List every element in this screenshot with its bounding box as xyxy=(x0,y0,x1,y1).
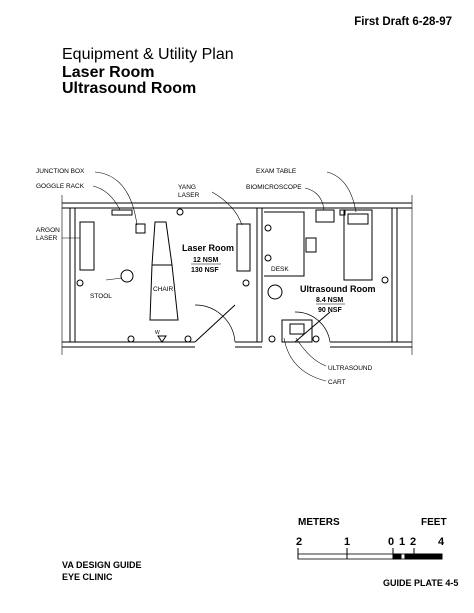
scale-f4: 4 xyxy=(438,536,445,548)
cart-label: CART xyxy=(328,379,346,386)
water-symbol xyxy=(157,335,167,343)
ultrasound-leader xyxy=(295,337,327,367)
ultrasound-cart xyxy=(281,319,313,343)
footer-plate: GUIDE PLATE 4-5 xyxy=(383,578,459,588)
stool xyxy=(120,269,134,283)
chair-label: CHAIR xyxy=(153,286,174,293)
laser-room-nsf: 130 NSF xyxy=(191,267,219,274)
w-marker-label: W xyxy=(155,330,160,336)
scale-f1: 1 xyxy=(399,536,405,548)
junction-box-leader xyxy=(94,171,138,226)
goggle-rack-label: GOGGLE RACK xyxy=(36,183,85,190)
ultrasound-stool xyxy=(267,284,283,300)
exam-chair xyxy=(149,221,179,321)
page-title: Equipment & Utility Plan xyxy=(62,46,234,63)
desk-chair xyxy=(305,237,317,253)
goggle-rack-leader xyxy=(92,185,121,211)
junction-box xyxy=(135,223,146,234)
yang-leader xyxy=(211,191,243,226)
scale-f2: 2 xyxy=(410,536,416,548)
outlet-bottom-1 xyxy=(127,335,135,343)
laser-door xyxy=(194,304,236,343)
ultrasound-room-heading: Ultrasound Room xyxy=(62,80,197,97)
scale-feet-label: FEET xyxy=(421,517,447,528)
cart-leader xyxy=(283,337,327,382)
ultrasound-room-nsm: 8.4 NSM xyxy=(316,297,343,304)
biomicroscope-leader xyxy=(304,187,325,211)
argon-laser-unit xyxy=(79,221,95,271)
stool-label: STOOL xyxy=(90,293,112,300)
outlet-left xyxy=(76,279,84,287)
yang-label-1: YANG xyxy=(178,184,196,191)
yang-laser-unit xyxy=(236,223,251,272)
laser-room-heading: Laser Room xyxy=(62,64,155,81)
ultrasound-label: ULTRASOUND xyxy=(328,365,373,372)
ultrasound-room-nsf: 90 NSF xyxy=(318,307,342,314)
argon-label-1: ARGON xyxy=(36,227,60,234)
goggle-rack xyxy=(111,209,133,216)
exam-table-label: EXAM TABLE xyxy=(256,168,297,175)
laser-door-swing xyxy=(194,304,236,343)
argon-label-2: LASER xyxy=(36,235,58,242)
footer-guide: VA DESIGN GUIDE xyxy=(62,560,142,570)
desk-label: DESK xyxy=(271,266,289,273)
ultrasound-unit xyxy=(289,323,305,335)
desk xyxy=(264,211,305,277)
ultrasound-door-swing xyxy=(294,311,331,343)
footer-clinic: EYE CLINIC xyxy=(62,572,113,582)
biomicroscope-label: BIOMICROSCOPE xyxy=(246,184,302,191)
outlet-top xyxy=(176,208,184,216)
outlet-right xyxy=(242,279,250,287)
laser-room-nsm: 12 NSM xyxy=(193,257,218,264)
scale-m2: 2 xyxy=(296,536,302,548)
draft-date: First Draft 6-28-97 xyxy=(354,16,452,28)
junction-box-label: JUNCTION BOX xyxy=(36,168,85,175)
scale-zero: 0 xyxy=(388,536,394,548)
biomicroscope xyxy=(315,209,335,223)
yang-label-2: LASER xyxy=(178,192,200,199)
exam-table xyxy=(343,209,373,281)
scale-meters-label: METERS xyxy=(298,517,340,528)
exam-table-leader xyxy=(326,171,357,213)
outlet-bottom-2 xyxy=(184,335,192,343)
laser-room-name: Laser Room xyxy=(182,243,234,253)
scale-m1: 1 xyxy=(344,536,350,548)
ultrasound-room-name: Ultrasound Room xyxy=(300,284,376,294)
